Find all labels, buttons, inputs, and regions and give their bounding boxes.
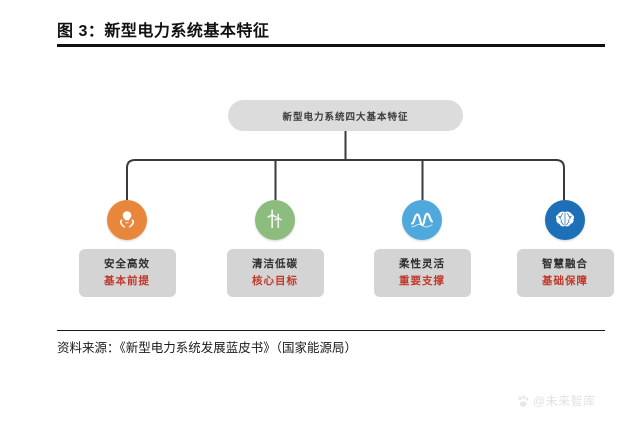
lightbulb-in-hands-icon: [107, 200, 147, 240]
tree-node-flexible[interactable]: 柔性灵活 重要支撑: [359, 200, 485, 297]
tree-node-intelligent[interactable]: 智慧融合 基础保障: [502, 200, 628, 297]
paw-logo-icon: [518, 394, 529, 407]
title-divider: [57, 44, 605, 47]
tree-node-box: 智慧融合 基础保障: [516, 249, 614, 297]
source-divider: [57, 330, 605, 331]
tree-node-box: 柔性灵活 重要支撑: [373, 249, 471, 297]
wind-turbine-icon: [255, 200, 295, 240]
tree-node-title: 智慧融合: [542, 258, 588, 270]
tree-node-subtitle: 重要支撑: [399, 275, 445, 287]
tree-node-safety[interactable]: 安全高效 基本前提: [64, 200, 190, 297]
root-node-label: 新型电力系统四大基本特征: [282, 111, 409, 123]
tree-diagram: 新型电力系统四大基本特征 安全高效 基本前提: [0, 55, 640, 325]
tree-node-clean-low-carbon[interactable]: 清洁低碳 核心目标: [212, 200, 338, 297]
watermark: @未来智库: [516, 392, 596, 409]
waveform-icon: [402, 200, 442, 240]
page-title: 图 3：新型电力系统基本特征: [57, 16, 605, 42]
source-note: 资料来源：《新型电力系统发展蓝皮书》（国家能源局）: [57, 341, 358, 355]
tree-node-subtitle: 核心目标: [252, 275, 298, 287]
brain-icon: [545, 200, 585, 240]
tree-node-subtitle: 基本前提: [104, 275, 150, 287]
tree-node-box: 清洁低碳 核心目标: [226, 249, 324, 297]
figure-title-text: 图 3：新型电力系统基本特征: [57, 23, 270, 40]
tree-node-title: 清洁低碳: [252, 258, 298, 270]
tree-node-box: 安全高效 基本前提: [78, 249, 176, 297]
watermark-text: @未来智库: [533, 394, 596, 408]
tree-node-title: 柔性灵活: [399, 258, 445, 270]
root-node[interactable]: 新型电力系统四大基本特征: [228, 100, 463, 131]
tree-node-subtitle: 基础保障: [542, 275, 588, 287]
tree-node-title: 安全高效: [104, 258, 150, 270]
